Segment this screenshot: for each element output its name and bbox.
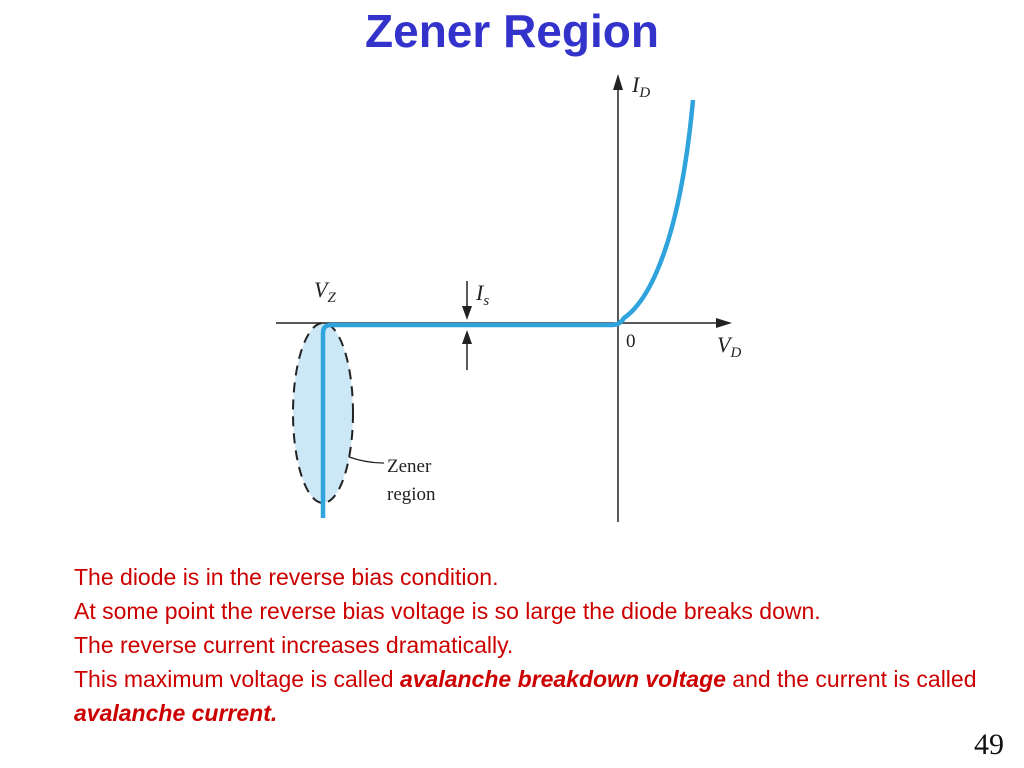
is-label: Is [475, 280, 489, 309]
x-axis-label-main: V [717, 332, 733, 357]
is-label-main: I [475, 280, 485, 305]
body-line-4: This maximum voltage is called avalanche… [74, 662, 994, 730]
y-axis-label: ID [631, 72, 650, 101]
x-axis-label: VD [717, 332, 741, 361]
y-axis-arrow [613, 74, 623, 90]
vz-label-sub: Z [327, 290, 336, 306]
x-axis-arrow [716, 318, 732, 328]
region-leader-line [348, 456, 385, 464]
vz-label: VZ [314, 277, 336, 306]
vz-label-main: V [314, 277, 330, 302]
diode-curve [320, 99, 696, 518]
avalanche-breakdown-voltage-term: avalanche breakdown voltage [399, 666, 726, 692]
body-line-4-pre: This maximum voltage is called [74, 666, 400, 692]
body-line-3: The reverse current increases dramatical… [74, 632, 514, 658]
body-line-1: The diode is in the reverse bias conditi… [74, 564, 499, 590]
y-axis-label-main: I [631, 72, 641, 97]
region-label-line1: Zener [387, 456, 432, 477]
slide-body-text: The diode is in the reverse bias conditi… [74, 560, 994, 730]
is-label-sub: s [483, 293, 489, 309]
origin-label: 0 [626, 331, 636, 352]
body-line-4-post: and the current is called [725, 666, 977, 692]
page-number: 49 [974, 728, 1004, 761]
body-line-2: At some point the reverse bias voltage i… [74, 598, 821, 624]
slide-title: Zener Region [365, 5, 659, 57]
zener-diagram: ID VD VZ Is 0 Zener region [276, 72, 741, 522]
is-arrow-top-head [462, 306, 472, 320]
region-label-line2: region [387, 484, 436, 505]
y-axis-label-sub: D [638, 85, 650, 101]
x-axis-label-sub: D [729, 345, 741, 361]
is-arrow-bottom-head [462, 330, 472, 344]
avalanche-current-term: avalanche current. [74, 700, 278, 726]
